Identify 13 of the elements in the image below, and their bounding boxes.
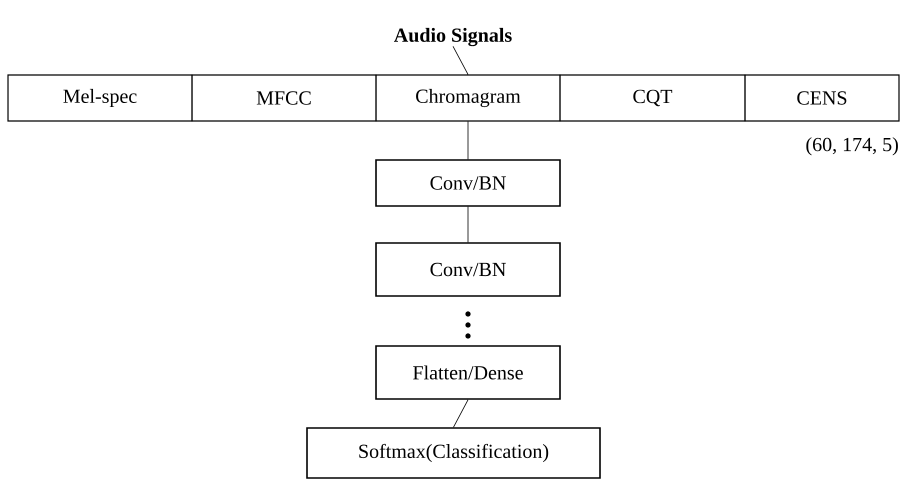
feature-cell: Mel-spec bbox=[7, 74, 193, 122]
connector-line bbox=[453, 399, 468, 428]
heading-text: Audio Signals bbox=[394, 28, 512, 46]
connector-line bbox=[452, 46, 468, 75]
shape-label: (60, 174, 5) bbox=[806, 137, 898, 156]
feature-cell: MFCC bbox=[191, 74, 377, 122]
layer-box: Conv/BN bbox=[375, 159, 561, 207]
layer-box: Softmax(Classification) bbox=[306, 427, 601, 479]
layer-box: Conv/BN bbox=[375, 242, 561, 297]
feature-cell: Chromagram bbox=[375, 74, 561, 122]
feature-cell: CENS bbox=[744, 74, 900, 122]
layer-box: Flatten/Dense bbox=[375, 345, 561, 400]
feature-cell: CQT bbox=[559, 74, 746, 122]
